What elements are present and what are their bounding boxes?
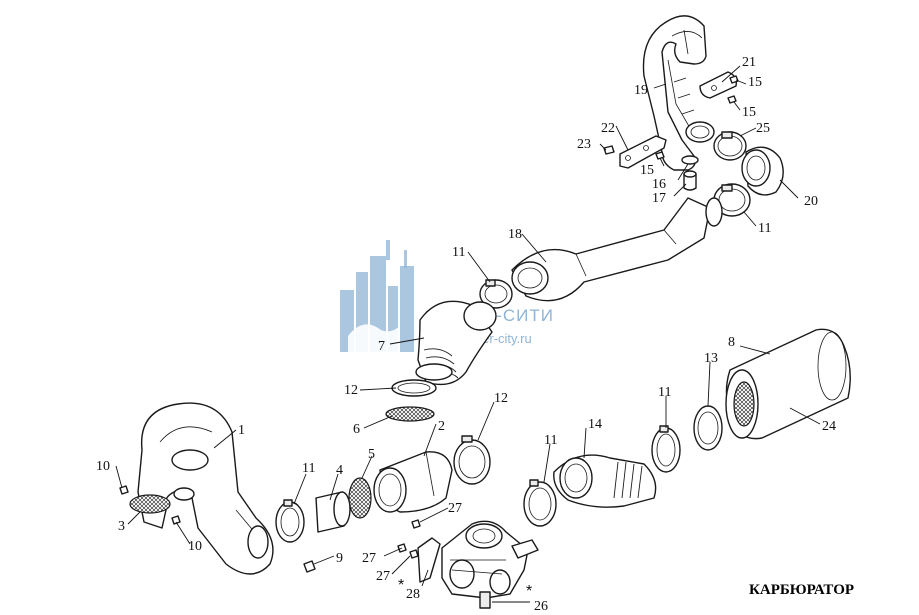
callout-14: 14	[588, 417, 602, 432]
part-20-elbow	[741, 146, 784, 196]
callout-15-b: 15	[742, 105, 756, 120]
part-12-clamp-lower	[453, 435, 491, 485]
callout-11-top: 11	[758, 221, 771, 236]
part-19-snorkel	[642, 15, 715, 171]
callout-20: 20	[804, 194, 818, 209]
part-14-hose	[553, 454, 657, 508]
screws-27	[397, 519, 421, 559]
callout-27-c: 27	[376, 569, 390, 584]
part-11-clamp-mid	[479, 279, 513, 309]
callout-11-right: 11	[658, 385, 671, 400]
callout-27-a: 27	[448, 501, 462, 516]
callout-13: 13	[704, 351, 718, 366]
callout-7: 7	[378, 339, 385, 354]
callout-17: 17	[652, 191, 666, 206]
leader-lines	[115, 65, 821, 603]
callout-2: 2	[438, 419, 445, 434]
part-2-adapter	[373, 451, 453, 513]
callout-24: 24	[822, 419, 836, 434]
part-3-mesh	[129, 494, 171, 514]
part-12-clamp-upper	[391, 379, 437, 397]
part-18-duct	[511, 197, 723, 302]
callout-26: 26	[534, 599, 548, 614]
watermark-skyline-icon	[340, 240, 414, 352]
callout-1: 1	[238, 423, 245, 438]
part-13-ring	[693, 405, 723, 451]
callout-12-upper: 12	[344, 383, 358, 398]
star-marker-left: *	[398, 577, 404, 594]
callout-15-a: 15	[748, 75, 762, 90]
part-22-plate	[619, 135, 667, 169]
callout-21: 21	[742, 55, 756, 70]
part-25-clamp	[713, 131, 747, 161]
callout-10-top: 10	[96, 459, 110, 474]
callout-9: 9	[336, 551, 343, 566]
callout-11-left: 11	[302, 461, 315, 476]
part-21-bracket	[699, 71, 738, 99]
callout-27-b: 27	[362, 551, 376, 566]
callout-12-lower: 12	[494, 391, 508, 406]
callout-labels: 1 2 3 4 5 6 7 8 9 10 10 11 11 11 11 11 1…	[96, 55, 836, 614]
part-11-clamp-top	[713, 183, 751, 217]
callout-6: 6	[353, 422, 360, 437]
callout-16: 16	[652, 177, 666, 192]
part-11-clamp-carb	[523, 479, 557, 527]
callout-23: 23	[577, 137, 591, 152]
callout-10-bottom: 10	[188, 539, 202, 554]
part-6-mesh	[385, 406, 435, 422]
screws-15-23	[603, 75, 739, 160]
callout-11-carb: 11	[544, 433, 557, 448]
part-16-17-tube	[681, 155, 699, 191]
callout-11-mid: 11	[452, 245, 465, 260]
part-28-plate	[417, 537, 441, 583]
diagram-caption: КАРБЮРАТОР	[749, 582, 854, 598]
part-11-clamp-left	[275, 499, 305, 543]
callout-4: 4	[336, 463, 343, 478]
callout-19: 19	[634, 83, 648, 98]
part-7-bellows	[415, 300, 497, 386]
part-5-mesh	[348, 477, 372, 519]
callout-22: 22	[601, 121, 615, 136]
callout-15-c: 15	[640, 163, 654, 178]
star-marker-right: *	[526, 583, 532, 600]
callout-25: 25	[756, 121, 770, 136]
part-4-sleeve	[315, 491, 351, 533]
part-1-jtube	[137, 402, 274, 575]
callout-5: 5	[368, 447, 375, 462]
callout-28: 28	[406, 587, 420, 602]
callout-18: 18	[508, 227, 522, 242]
part-11-clamp-right	[651, 425, 681, 473]
screws-9-10	[119, 485, 316, 573]
part-26-carburetor	[441, 520, 539, 609]
callout-8: 8	[728, 335, 735, 350]
callout-3: 3	[118, 519, 125, 534]
part-8-filter	[725, 328, 851, 440]
